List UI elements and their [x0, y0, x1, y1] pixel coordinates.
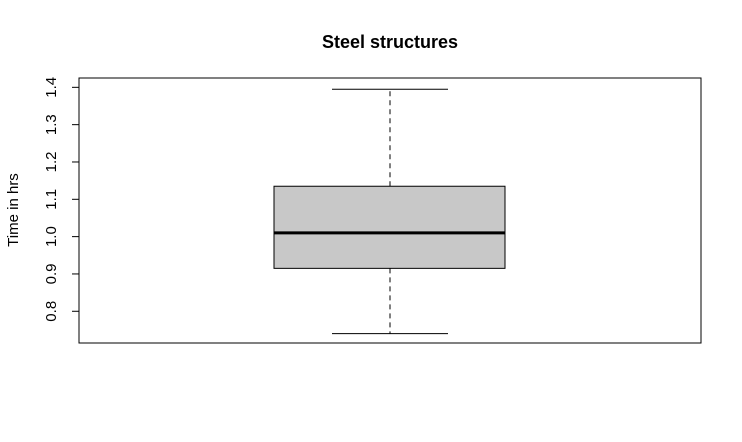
- y-tick-label: 1.1: [43, 189, 60, 210]
- y-tick-label: 0.8: [43, 301, 60, 322]
- y-axis-label: Time in hrs: [5, 173, 22, 247]
- y-tick-label: 1.3: [43, 114, 60, 135]
- y-tick-label: 0.9: [43, 264, 60, 285]
- y-tick-label: 1.0: [43, 226, 60, 247]
- y-axis-ticks: 0.8 0.9 1.0 1.1 1.2 1.3 1.4: [43, 77, 79, 322]
- chart-title: Steel structures: [322, 32, 458, 52]
- iqr-box: [273, 185, 506, 269]
- y-tick-label: 1.2: [43, 152, 60, 173]
- y-tick-label: 1.4: [43, 77, 60, 98]
- box-group: [273, 88, 506, 335]
